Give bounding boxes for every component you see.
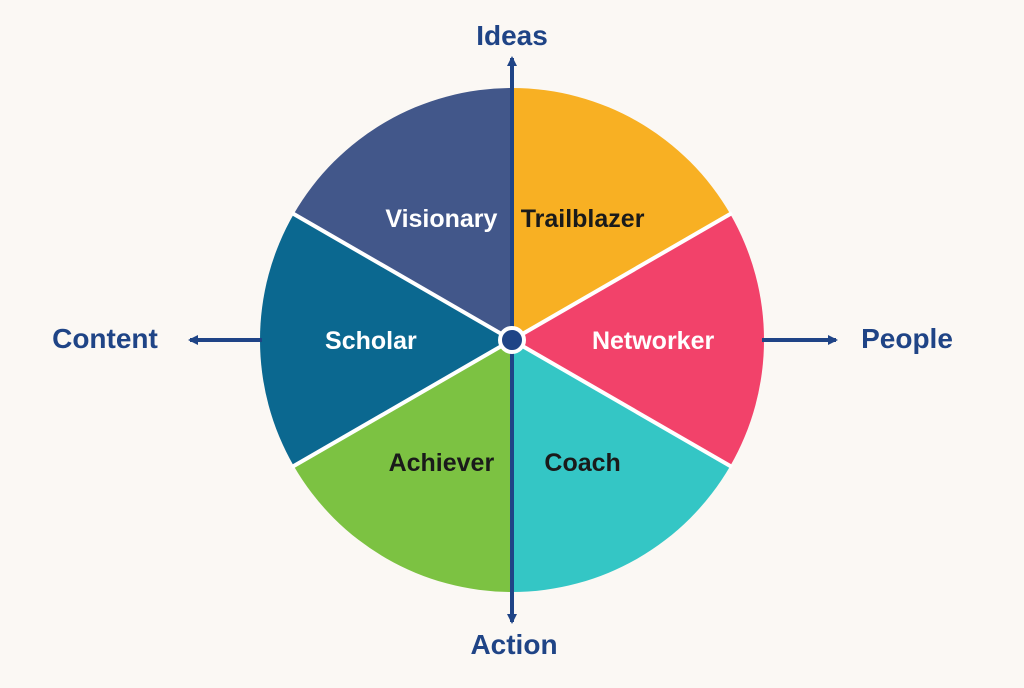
segment-label-trailblazer: Trailblazer (521, 205, 645, 233)
segment-divider (510, 338, 733, 469)
segment-networker (512, 214, 765, 466)
axis-label-top: Ideas (476, 20, 548, 51)
segment-label-visionary: Visionary (385, 205, 497, 233)
axis-label-right: People (861, 323, 953, 354)
segment-label-coach: Coach (544, 449, 620, 477)
center-hub (498, 326, 526, 354)
axis-label-left: Content (52, 323, 158, 354)
segment-divider (510, 211, 733, 342)
segment-label-scholar: Scholar (325, 327, 417, 355)
axis-label-bottom: Action (470, 629, 557, 660)
segment-label-networker: Networker (592, 327, 715, 355)
segment-label-achiever: Achiever (389, 449, 495, 477)
segment-divider (291, 211, 514, 342)
segment-scholar (259, 214, 512, 466)
segment-achiever (293, 340, 512, 592)
segment-visionary (293, 88, 512, 340)
segment-trailblazer (512, 88, 731, 340)
segment-coach (512, 340, 731, 592)
segment-divider (291, 338, 514, 469)
